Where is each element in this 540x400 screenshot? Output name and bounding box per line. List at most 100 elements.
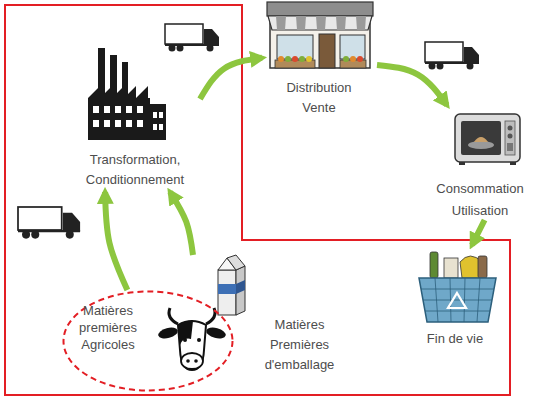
truck-icon (169, 45, 176, 52)
microwave-icon (461, 121, 501, 155)
store-icon (340, 35, 365, 59)
waste-basket-icon (435, 278, 480, 322)
stage-node: Consommation Utilisation (430, 105, 535, 220)
text-block: Consommation Utilisation (430, 178, 530, 222)
truck-icon (66, 231, 74, 239)
factory-icon (137, 106, 143, 113)
microwave-icon (508, 126, 513, 131)
stage-node: Fin de vie (415, 245, 510, 350)
text-block: Matières Premières d'emballage (257, 315, 342, 375)
store-icon (267, 2, 373, 68)
truck-icon (425, 42, 479, 70)
store-icon (277, 35, 313, 59)
carton-icon (236, 266, 245, 315)
stage-label: Matières premières Agricoles (72, 302, 144, 353)
cow-icon (181, 353, 203, 369)
flow-arrow (377, 65, 447, 105)
microwave-icon (474, 137, 488, 142)
cow-icon (178, 321, 206, 370)
dashed-ellipse-node: Matières premières Agricoles (62, 290, 234, 392)
waste-basket-icon (444, 258, 458, 278)
truck-icon (464, 47, 479, 63)
cow-icon (197, 338, 201, 342)
cow-icon (205, 326, 227, 341)
stage-label: Matières Premières d'emballage (257, 315, 342, 375)
cow-icon (178, 321, 193, 345)
waste-basket-icon (419, 278, 496, 322)
stage-label: Distribution Vente (279, 78, 359, 118)
store-icon (336, 16, 346, 30)
factory-icon (93, 106, 99, 113)
carton-icon (236, 280, 245, 294)
flow-arrow (200, 58, 262, 99)
cow-icon (183, 338, 187, 342)
stage-node: Matières Premières d'emballage (185, 255, 345, 373)
text-block: Matières premières Agricoles (72, 302, 144, 353)
truck-icon (425, 42, 463, 62)
factory-icon (93, 120, 99, 127)
flow-arrow (105, 192, 127, 290)
store-icon (296, 16, 306, 30)
factory-icon (104, 120, 110, 127)
system-boundary (5, 5, 510, 395)
carton-icon (227, 255, 245, 270)
factory-icon (126, 120, 132, 127)
factory-icon (88, 86, 166, 140)
factory-icon (137, 120, 143, 127)
truck-icon (429, 63, 436, 70)
truck-icon (437, 63, 444, 70)
cow-icon (169, 308, 178, 324)
store-icon (306, 56, 312, 62)
store-icon (276, 16, 286, 30)
waste-basket-icon (430, 252, 438, 278)
store-icon (343, 56, 349, 62)
carton-icon (218, 284, 236, 294)
cow-icon (157, 326, 179, 341)
store-icon (356, 16, 366, 30)
store-icon (350, 56, 356, 62)
text-block: Transformation, Conditionnement (75, 150, 195, 190)
store-icon (357, 56, 363, 62)
carton-icon (218, 270, 236, 315)
store-icon (268, 16, 372, 30)
truck-icon (177, 45, 184, 52)
truck-icon (165, 24, 219, 52)
truck-icon (207, 45, 214, 52)
flow-arrow (472, 220, 485, 245)
factory-icon (159, 124, 163, 130)
stage-node: Transformation, Conditionnement (70, 42, 200, 192)
microwave-icon (510, 162, 516, 165)
store-icon (278, 56, 284, 62)
cow-icon (157, 308, 227, 370)
factory-icon (159, 112, 163, 118)
truck-icon (18, 207, 62, 230)
text-block: Fin de vie (415, 330, 495, 348)
factory-icon (104, 106, 110, 113)
waste-basket-icon (419, 252, 496, 322)
stage-label: Consommation Utilisation (430, 178, 530, 222)
store-icon (276, 16, 366, 30)
store-icon (285, 56, 291, 62)
microwave-icon (505, 121, 515, 155)
waste-basket-icon (478, 256, 487, 278)
truck-icon (22, 231, 30, 239)
microwave-icon (455, 114, 520, 162)
factory-icon (115, 120, 121, 127)
store-icon (292, 56, 298, 62)
microwave-icon (468, 141, 494, 149)
store-icon (319, 34, 335, 68)
factory-icon (88, 48, 166, 140)
stage-label: Fin de vie (415, 330, 495, 348)
cow-icon (206, 308, 215, 324)
stage-label: Transformation, Conditionnement (75, 150, 195, 190)
truck-icon (63, 213, 80, 231)
stage-node: Distribution Vente (262, 0, 377, 118)
truck-icon (31, 231, 39, 239)
store-icon (299, 56, 305, 62)
waste-basket-icon (421, 278, 494, 322)
factory-icon (153, 112, 157, 118)
truck-icon (204, 29, 219, 45)
waste-basket-icon (448, 293, 466, 308)
factory-icon (93, 106, 163, 130)
